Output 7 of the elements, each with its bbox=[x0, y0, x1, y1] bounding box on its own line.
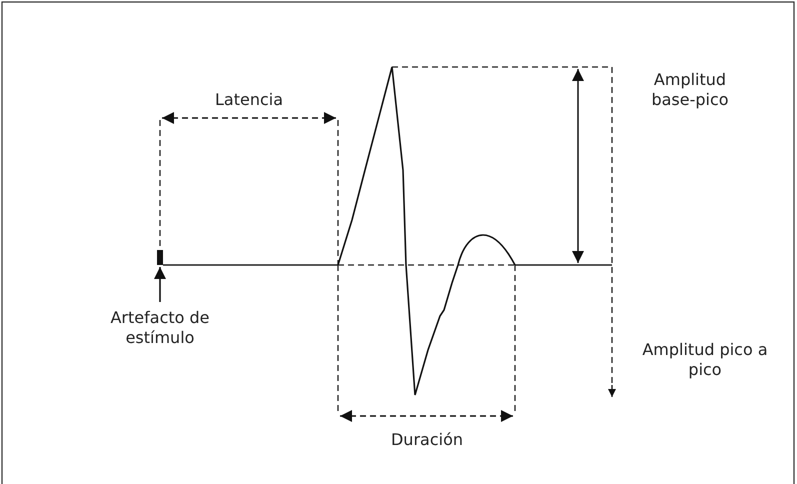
measurement-label: Amplitud base-pico bbox=[650, 70, 730, 110]
annotation-text: Artefacto de estímulo bbox=[95, 308, 225, 348]
measurement-label: Duración bbox=[390, 430, 464, 450]
leader-line bbox=[154, 267, 166, 302]
measurement-label: Amplitud pico a pico bbox=[641, 340, 769, 380]
measurement-label: Latencia bbox=[214, 90, 284, 110]
stimulus-artifact-mark bbox=[157, 250, 163, 265]
